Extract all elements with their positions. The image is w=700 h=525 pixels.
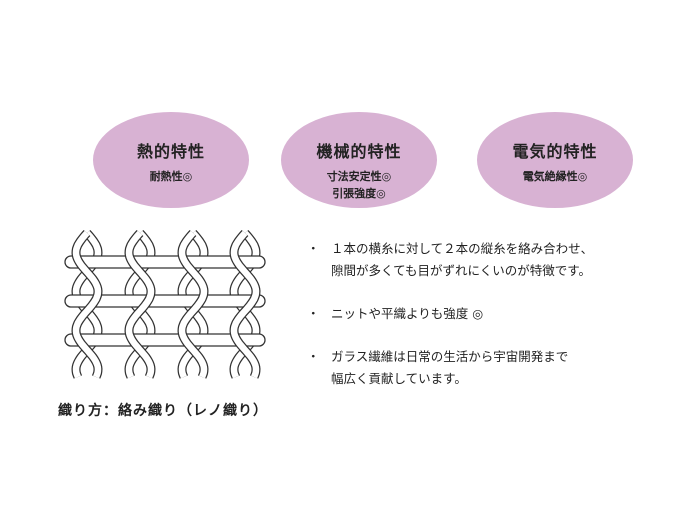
weft-rod [64, 294, 266, 308]
bullet-item: ・ ガラス繊維は日常の生活から宇宙開発まで 幅広く貢献しています。 [307, 346, 568, 390]
weave-caption: 織り方：絡み織り（レノ織り） [58, 403, 268, 419]
bullet-dot: ・ [307, 306, 320, 321]
bullet-text: ガラス繊維は日常の生活から宇宙開発まで [331, 349, 569, 364]
bullet-dot: ・ [307, 349, 320, 364]
weft-rod [64, 255, 266, 269]
bullet-item: ・ １本の横糸に対して２本の縦糸を絡み合わせ、 隙間が多くても目がずれにくいのが… [307, 238, 593, 282]
property-title: 熱的特性 [136, 142, 205, 161]
bullet-text: 幅広く貢献しています。 [331, 371, 467, 386]
property-item: 寸法安定性◎ [326, 170, 392, 183]
property-title: 機械的特性 [316, 142, 402, 161]
warp-strand [178, 230, 208, 379]
property-electrical: 電気的特性 電気絶縁性◎ [477, 112, 633, 208]
weft-rod [64, 333, 266, 347]
property-item: 引張強度◎ [332, 187, 386, 200]
warp-strand [72, 230, 102, 379]
property-title: 電気的特性 [512, 142, 598, 161]
warp-strand [125, 230, 155, 379]
property-item: 耐熱性◎ [149, 170, 193, 183]
leno-weave-illustration [64, 229, 266, 379]
property-thermal: 熱的特性 耐熱性◎ [93, 112, 249, 208]
bullet-text: １本の横糸に対して２本の縦糸を絡み合わせ、 [331, 241, 594, 256]
warp-strand [230, 230, 260, 379]
bullet-dot: ・ [307, 241, 320, 256]
bullet-text: 隙間が多くても目がずれにくいのが特徴です。 [331, 263, 592, 278]
bullet-text: ニットや平織よりも強度 ◎ [331, 306, 484, 321]
property-item: 電気絶縁性◎ [522, 170, 588, 183]
property-mechanical: 機械的特性 寸法安定性◎ 引張強度◎ [281, 112, 437, 208]
bullet-item: ・ ニットや平織よりも強度 ◎ [307, 303, 483, 325]
